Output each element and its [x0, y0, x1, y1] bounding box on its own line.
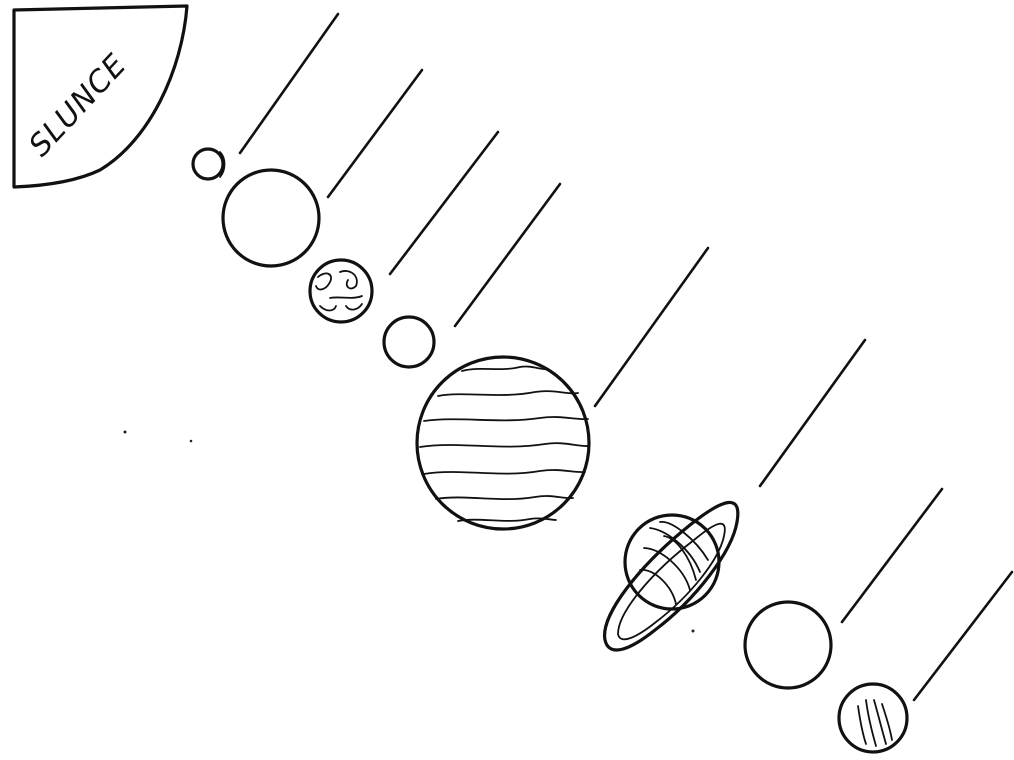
planet-5-band-4 — [420, 443, 589, 447]
label-line-5[interactable] — [595, 248, 708, 406]
planet-3-continent-5 — [346, 304, 362, 310]
planet-4 — [384, 317, 434, 367]
planet-7-body — [745, 602, 831, 688]
planet-2 — [223, 170, 319, 266]
planet-5-band-2 — [438, 391, 578, 396]
planet-4-body — [384, 317, 434, 367]
planet-3-continent-3 — [330, 296, 362, 298]
planet-6 — [605, 502, 738, 650]
planet-3-continent-4 — [320, 306, 336, 311]
sun-label: SLUNCE — [22, 47, 134, 163]
label-line-8[interactable] — [914, 572, 1012, 700]
planet-1-body — [193, 149, 223, 179]
planet-2-body — [223, 170, 319, 266]
sun: SLUNCE — [14, 6, 187, 187]
planet-3-body — [310, 260, 372, 322]
label-line-7[interactable] — [842, 489, 942, 622]
planet-8-stripe-2 — [866, 700, 876, 746]
planet-3-continent-2 — [340, 271, 357, 289]
planet-3-continent-1 — [316, 273, 331, 289]
label-line-1[interactable] — [240, 14, 338, 153]
paper-speck-3 — [692, 630, 695, 633]
planet-8-stripe-1 — [858, 706, 866, 744]
planet-8-body — [839, 684, 907, 752]
planet-1 — [193, 149, 225, 179]
planet-7 — [745, 602, 831, 688]
paper-speck-1 — [124, 431, 127, 434]
label-line-4[interactable] — [455, 184, 560, 326]
planet-3 — [310, 260, 372, 322]
planet-8 — [839, 684, 907, 752]
planet-5 — [417, 357, 589, 529]
planet-8-stripe-3 — [874, 700, 886, 744]
paper-speck-2 — [190, 440, 193, 443]
planet-5-band-5 — [424, 470, 585, 474]
label-line-2[interactable] — [328, 70, 422, 197]
planet-5-band-1 — [462, 367, 548, 371]
planet-5-band-6 — [436, 496, 573, 499]
planet-6-band-2 — [644, 548, 690, 590]
label-line-6[interactable] — [760, 340, 865, 486]
planet-6-band-3 — [660, 522, 708, 560]
label-line-3[interactable] — [390, 132, 498, 274]
planet-5-band-3 — [424, 417, 588, 421]
